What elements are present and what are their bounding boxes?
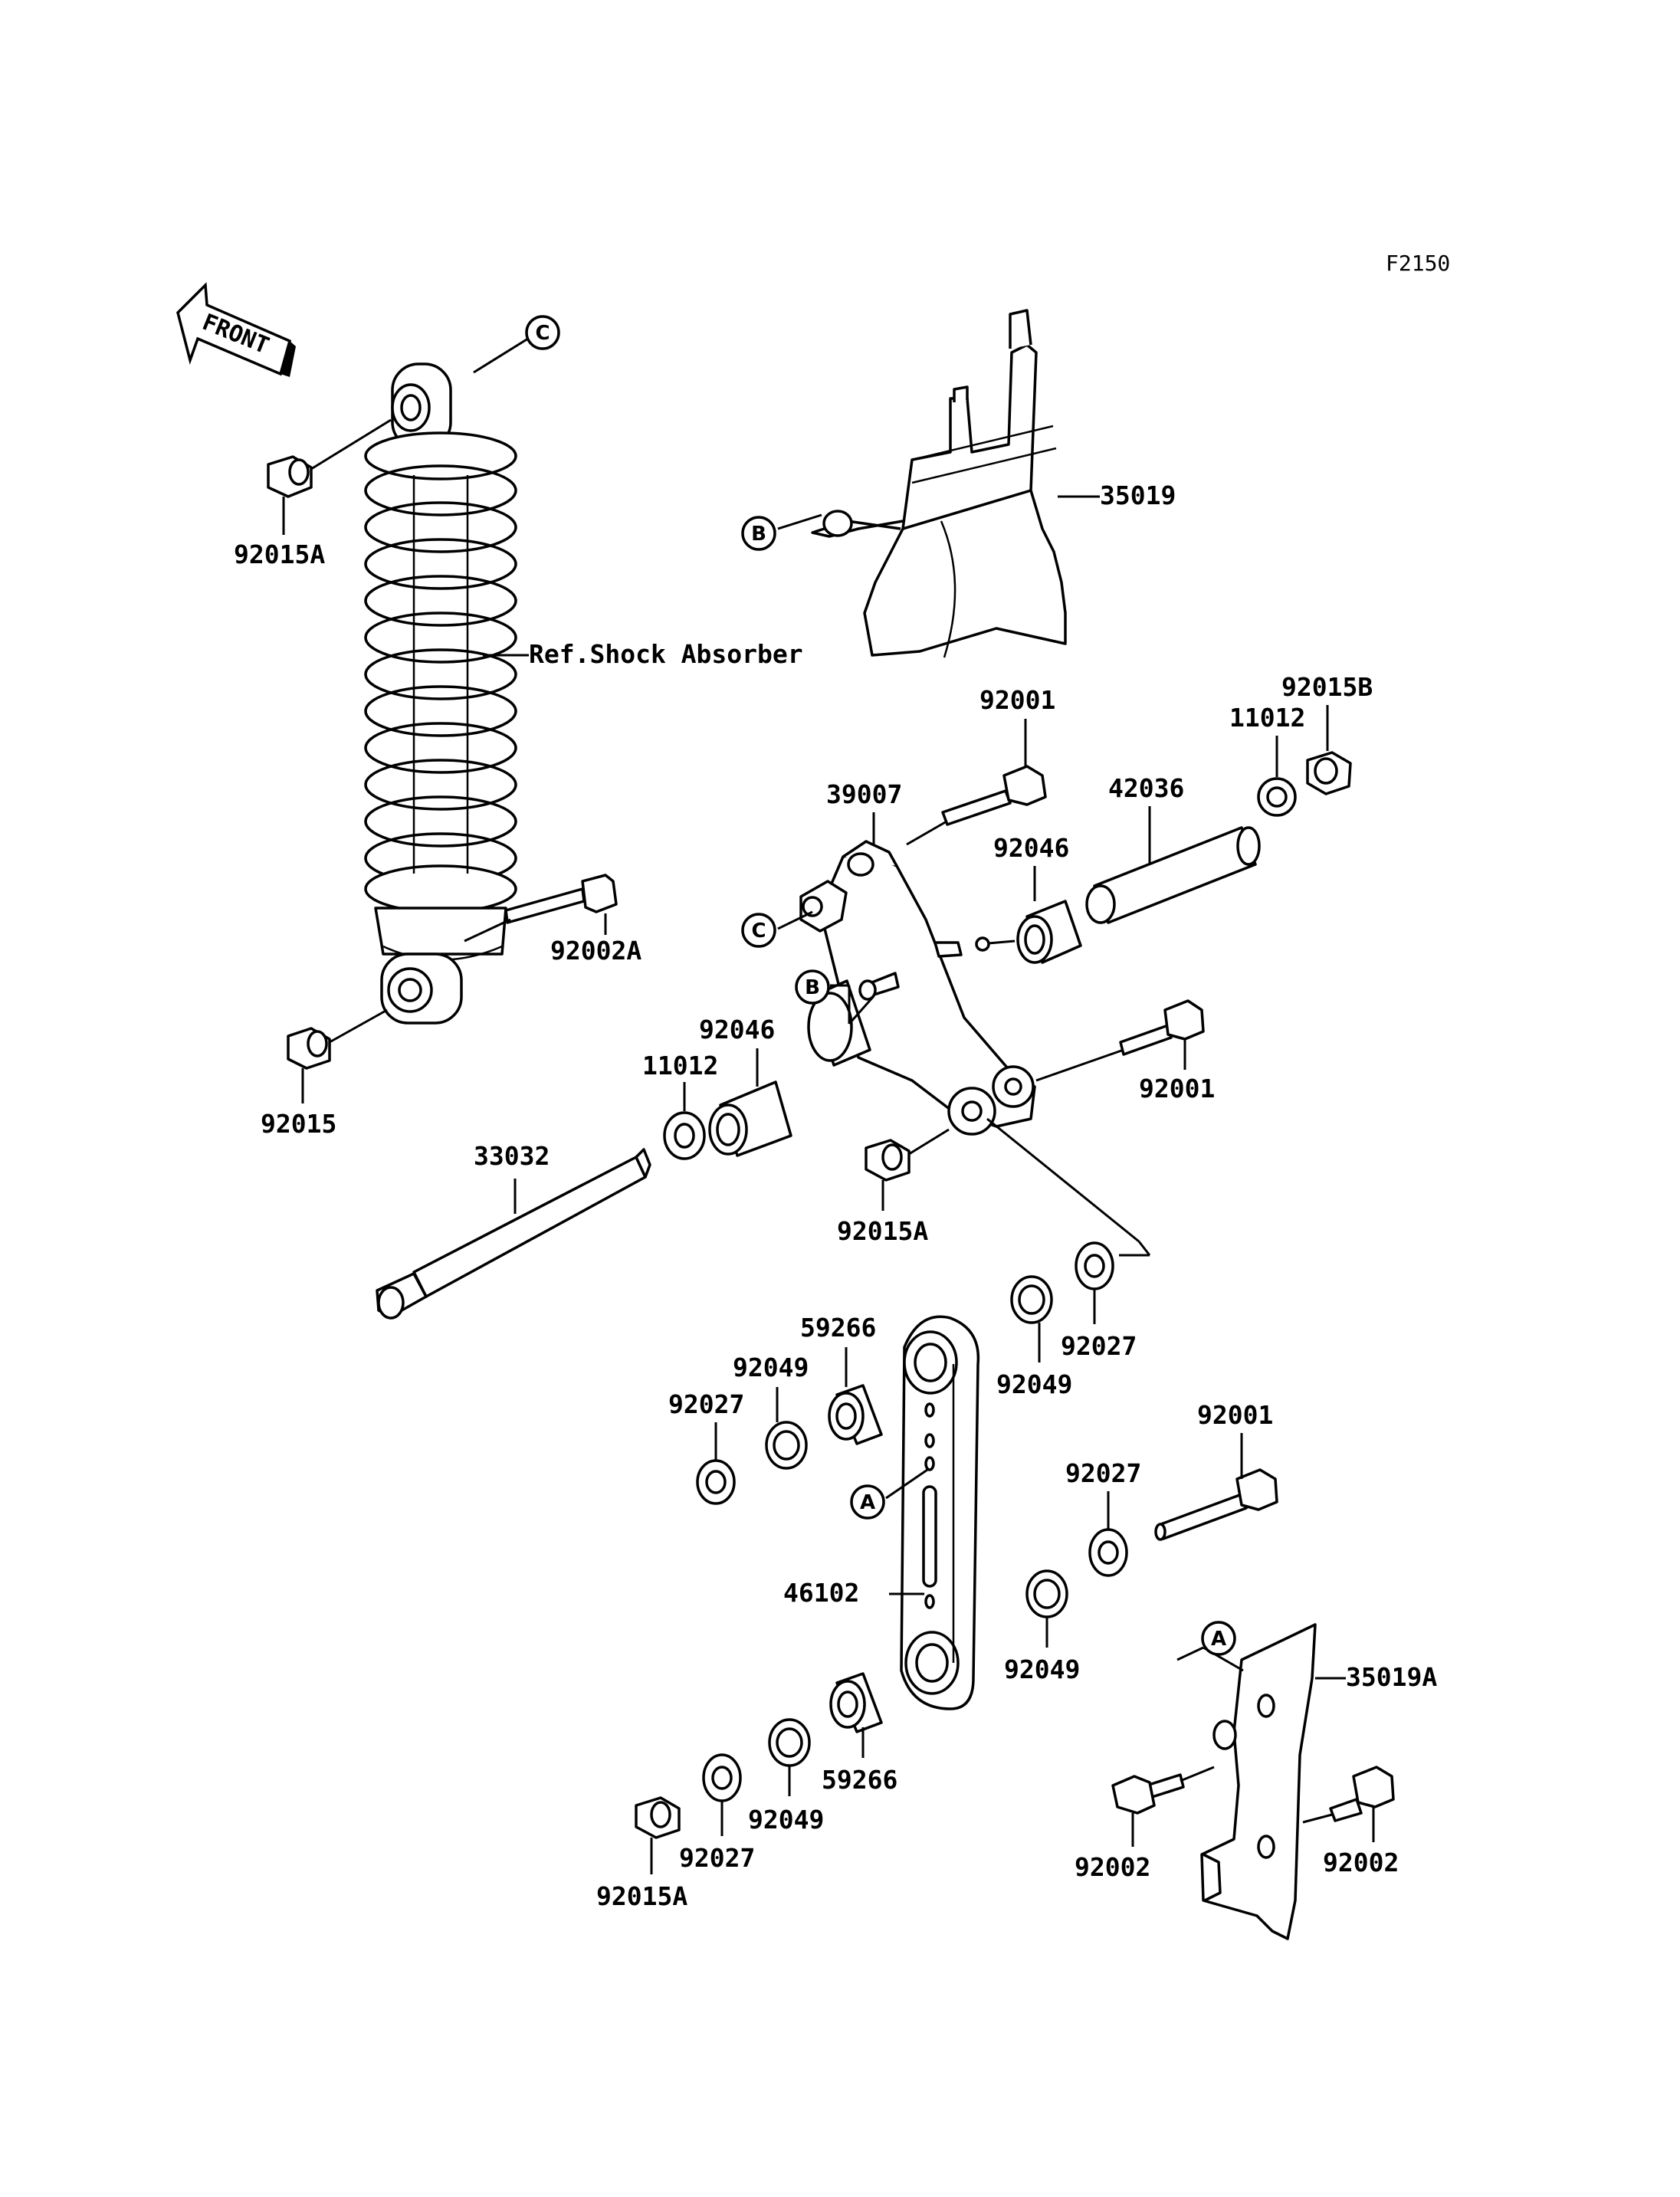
marker-a-rod: A bbox=[850, 1484, 885, 1520]
spring bbox=[364, 431, 517, 913]
label-35019A: 35019A bbox=[1346, 1662, 1437, 1692]
reference-note: Ref.Shock Absorber bbox=[529, 639, 803, 669]
marker-b-top: B bbox=[741, 516, 776, 551]
guard-35019 bbox=[811, 309, 1067, 658]
front-arrow-icon: FRONT bbox=[176, 282, 296, 377]
label-92049-lower-right: 92049 bbox=[1004, 1654, 1080, 1684]
spacer-59266-bottom bbox=[829, 1672, 883, 1733]
bolt-92002-right bbox=[1302, 1766, 1395, 1824]
washer-92027-upper-left bbox=[696, 1459, 736, 1505]
label-92002-left: 92002 bbox=[1075, 1852, 1150, 1882]
nut-92015A-bottom bbox=[635, 1796, 681, 1839]
label-92046-left: 92046 bbox=[699, 1015, 775, 1044]
marker-a-bracket: A bbox=[1201, 1621, 1236, 1656]
washer-92027-bottom bbox=[702, 1753, 742, 1802]
nut-92015A-mid bbox=[865, 1128, 950, 1182]
collar-11012-left bbox=[663, 1111, 706, 1160]
label-92027-upper-left: 92027 bbox=[668, 1389, 744, 1419]
axle-33032 bbox=[376, 1148, 651, 1320]
washer-92049-bottom bbox=[768, 1718, 811, 1767]
label-92015B: 92015B bbox=[1281, 672, 1373, 702]
label-42036: 42036 bbox=[1108, 773, 1184, 803]
bracket-35019A bbox=[1200, 1623, 1317, 1940]
svg-text:B: B bbox=[805, 976, 820, 999]
label-46102: 46102 bbox=[783, 1578, 859, 1608]
label-92049-bottom: 92049 bbox=[748, 1805, 824, 1835]
sleeve-42036 bbox=[1085, 826, 1261, 924]
shock-absorber bbox=[364, 362, 517, 1025]
label-92001-mid: 92001 bbox=[1139, 1074, 1215, 1103]
label-92046-right: 92046 bbox=[993, 833, 1069, 863]
svg-text:C: C bbox=[751, 920, 766, 943]
bolt-92001-lower bbox=[1154, 1468, 1278, 1541]
svg-text:B: B bbox=[751, 523, 766, 546]
label-92027-lower-right: 92027 bbox=[1065, 1458, 1141, 1488]
svg-text:A: A bbox=[1211, 1628, 1226, 1651]
label-35019: 35019 bbox=[1100, 480, 1176, 510]
label-92049-upper-right: 92049 bbox=[996, 1369, 1072, 1399]
label-33032: 33032 bbox=[474, 1141, 550, 1171]
bolt-92001-top bbox=[906, 765, 1047, 846]
figure-code: F2150 bbox=[1386, 251, 1450, 276]
bolt-92002-left bbox=[1111, 1766, 1215, 1815]
nut-92015B bbox=[1306, 751, 1352, 795]
label-92002A: 92002A bbox=[550, 936, 641, 966]
svg-text:C: C bbox=[535, 322, 550, 345]
label-92027-upper-right: 92027 bbox=[1061, 1331, 1137, 1361]
label-92027-bottom: 92027 bbox=[679, 1843, 755, 1873]
label-92049-upper-left: 92049 bbox=[733, 1353, 809, 1382]
bushing-92046-right bbox=[975, 900, 1082, 964]
label-92001-lower: 92001 bbox=[1197, 1400, 1273, 1430]
label-92015A-mid: 92015A bbox=[837, 1216, 928, 1246]
label-11012-left: 11012 bbox=[642, 1051, 718, 1080]
svg-text:A: A bbox=[860, 1491, 875, 1514]
label-59266-bottom: 59266 bbox=[822, 1765, 897, 1795]
washer-92027-lower-right bbox=[1088, 1528, 1128, 1577]
marker-c-top: C bbox=[525, 315, 560, 350]
marker-b-mid: B bbox=[795, 969, 830, 1005]
label-92015A-top: 92015A bbox=[234, 539, 325, 569]
bolt-92001-mid bbox=[1035, 999, 1205, 1082]
marker-c-mid: C bbox=[741, 913, 776, 948]
label-92001-top: 92001 bbox=[979, 685, 1055, 715]
nut-92015A-top bbox=[267, 418, 392, 498]
label-39007: 39007 bbox=[826, 779, 902, 809]
spacer-59266-top bbox=[828, 1384, 883, 1445]
bushing-92046-left bbox=[708, 1080, 792, 1157]
collar-11012-right bbox=[1257, 777, 1297, 817]
nut-92015 bbox=[287, 1008, 388, 1070]
label-92015: 92015 bbox=[261, 1109, 336, 1139]
washer-92049-upper-right bbox=[1010, 1275, 1053, 1324]
label-92002-right: 92002 bbox=[1323, 1848, 1399, 1877]
label-59266-top: 59266 bbox=[800, 1313, 876, 1343]
bolt-92002A bbox=[464, 874, 618, 943]
washer-92049-upper-left bbox=[765, 1421, 808, 1470]
label-92015A-bottom: 92015A bbox=[596, 1881, 687, 1911]
tie-rod-46102 bbox=[900, 1315, 980, 1710]
washer-92027-upper-right bbox=[1075, 1241, 1114, 1290]
label-11012-right: 11012 bbox=[1229, 703, 1305, 733]
washer-92049-lower-right bbox=[1025, 1569, 1068, 1618]
